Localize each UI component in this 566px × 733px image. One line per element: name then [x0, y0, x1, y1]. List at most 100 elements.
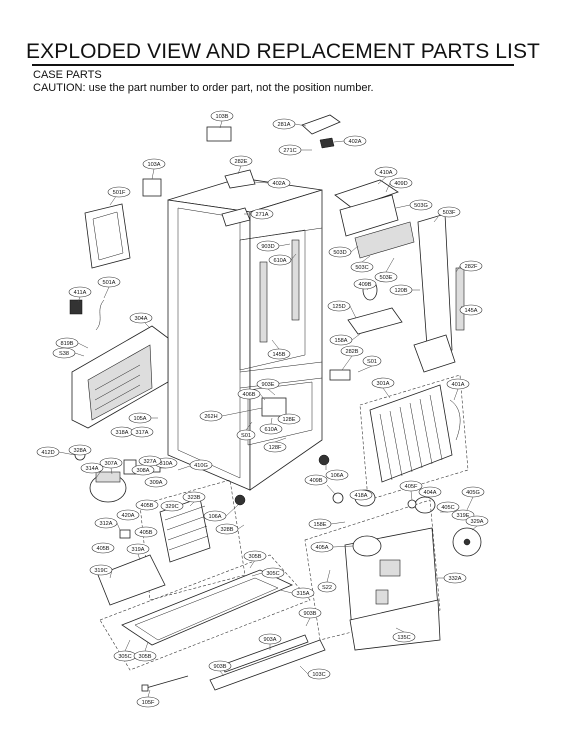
callout-315a: 315A — [279, 587, 315, 599]
callout-314a: 314A — [80, 462, 104, 479]
svg-text:410G: 410G — [194, 463, 208, 469]
leg-106a-left — [234, 494, 246, 506]
svg-text:301A: 301A — [376, 381, 389, 387]
svg-text:405B: 405B — [140, 503, 153, 509]
drain-pan-319c — [97, 554, 166, 606]
svg-text:405C: 405C — [441, 505, 454, 511]
cord-501a — [95, 299, 105, 331]
callout-903b-low: 903B — [208, 660, 232, 677]
callout-501f: 501F — [107, 186, 131, 206]
svg-text:328B: 328B — [220, 527, 233, 533]
callout-309a: 309A — [144, 476, 168, 488]
svg-text:405A: 405A — [315, 545, 328, 551]
callout-305c: 305C — [113, 639, 137, 662]
callout-405g: 405G — [461, 486, 485, 513]
svg-text:501A: 501A — [102, 280, 115, 286]
callout-158e: 158E — [308, 518, 346, 530]
svg-text:317A: 317A — [135, 430, 148, 436]
callout-labels: 103B 281A 402A 271C 103A 282E 402A 501F … — [36, 110, 489, 708]
callout-106a-right: 106A — [325, 464, 349, 481]
rail-145a — [455, 267, 465, 331]
callout-128f: 128F — [263, 437, 287, 453]
callout-271c: 271C — [278, 144, 312, 156]
callout-125d: 125D — [327, 300, 357, 319]
svg-text:106A: 106A — [330, 473, 343, 479]
svg-text:305C: 305C — [118, 654, 131, 660]
callout-405b-top: 405B — [135, 499, 159, 511]
callout-503g: 503G — [395, 199, 433, 211]
callout-312a: 312A — [94, 517, 121, 531]
control-503g — [339, 194, 399, 237]
callout-301a: 301A — [371, 377, 395, 399]
callout-s22: S22 — [317, 569, 337, 593]
compressor-top — [95, 471, 121, 483]
svg-text:503F: 503F — [443, 210, 456, 216]
callout-329c: 329C — [160, 500, 184, 512]
callout-503c: 503C — [350, 255, 374, 273]
callout-282b: 282B — [340, 345, 364, 371]
callout-610a: 610A — [259, 417, 283, 435]
svg-text:S38: S38 — [59, 351, 69, 357]
svg-text:903E: 903E — [261, 382, 274, 388]
callout-327a: 327A — [138, 455, 162, 467]
callout-401a: 401A — [446, 378, 470, 401]
svg-text:305B: 305B — [248, 554, 261, 560]
hinge-271a — [221, 207, 251, 227]
callout-105a: 105A — [128, 412, 158, 424]
parts-drawing — [69, 114, 482, 692]
callout-282f: 282F — [455, 260, 483, 273]
svg-text:328A: 328A — [73, 448, 86, 454]
control-board-503c — [354, 221, 415, 259]
base-315a — [121, 569, 293, 646]
svg-text:329A: 329A — [470, 519, 483, 525]
svg-text:145A: 145A — [464, 308, 477, 314]
door-frame-501f — [84, 203, 131, 269]
svg-text:282F: 282F — [465, 264, 478, 270]
callout-307a: 307A — [99, 457, 123, 475]
caution-note: CAUTION: use the part number to order pa… — [33, 82, 374, 94]
condenser-coil-323b — [159, 497, 211, 563]
callout-412d: 412D — [36, 446, 76, 458]
svg-text:610A: 610A — [273, 258, 286, 264]
right-rail — [291, 239, 300, 321]
svg-text:501F: 501F — [113, 190, 126, 196]
callout-406b: 406B — [237, 388, 266, 401]
callout-402a: 402A — [253, 177, 291, 189]
callout-819b: 819B — [55, 337, 89, 349]
callout-410g: 410G — [177, 459, 213, 471]
callout-305b: 305B — [133, 641, 157, 662]
svg-text:610A: 610A — [264, 427, 277, 433]
svg-text:271C: 271C — [283, 148, 296, 154]
cover-135c — [349, 599, 441, 651]
callout-271a: 271A — [244, 208, 274, 220]
svg-text:315A: 315A — [296, 591, 309, 597]
evaporator-301a — [369, 384, 453, 483]
svg-text:412D: 412D — [41, 450, 54, 456]
svg-text:145B: 145B — [272, 352, 285, 358]
callout-410a: 410A — [374, 166, 398, 185]
callout-s01-mid: S01 — [236, 421, 256, 441]
back-panel-304a — [71, 325, 169, 429]
svg-text:411A: 411A — [74, 290, 87, 296]
title-underline — [32, 64, 514, 66]
callout-135c: 135C — [392, 627, 416, 643]
svg-text:318A: 318A — [115, 430, 128, 436]
callout-405f: 405F — [399, 480, 423, 501]
svg-text:319A: 319A — [131, 547, 144, 553]
callout-317a: 317A — [130, 426, 154, 438]
svg-text:S01: S01 — [367, 359, 377, 365]
callout-305b-top: 305B — [243, 550, 267, 569]
callout-319c: 319C — [89, 564, 113, 579]
svg-text:105A: 105A — [133, 416, 146, 422]
callout-318a: 318A — [110, 426, 134, 438]
section-label: CASE PARTS — [33, 69, 102, 81]
svg-text:128E: 128E — [282, 417, 295, 423]
callout-308a: 308A — [131, 464, 155, 476]
callout-501a: 501A — [97, 276, 121, 299]
clip-409b — [332, 492, 344, 504]
svg-text:103C: 103C — [312, 672, 325, 678]
callout-128e: 128E — [277, 413, 301, 425]
hinge-pin-402a — [319, 137, 335, 149]
svg-text:106A: 106A — [208, 514, 221, 520]
